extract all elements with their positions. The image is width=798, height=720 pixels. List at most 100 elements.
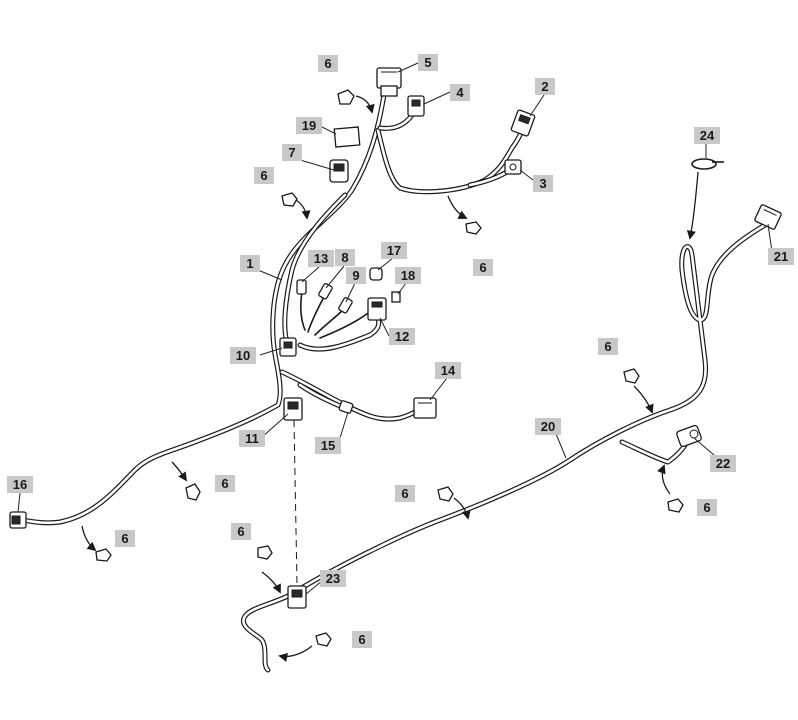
callout-6-a: 6 — [318, 55, 338, 72]
connector-13 — [296, 279, 307, 295]
callout-19-text: 19 — [302, 118, 316, 133]
leader-lines — [17, 62, 773, 595]
label-19 — [333, 126, 361, 148]
callout-6-i-text: 6 — [703, 500, 710, 515]
callout-6-h: 6 — [598, 338, 618, 355]
connector-12 — [367, 297, 387, 321]
connector-2 — [510, 109, 536, 137]
connector-11 — [283, 397, 303, 421]
callout-7-text: 7 — [288, 145, 295, 160]
callout-1-text: 1 — [246, 256, 253, 271]
callout-15-text: 15 — [321, 438, 335, 453]
connector-17 — [369, 267, 383, 281]
callout-6-f: 6 — [231, 523, 251, 540]
clip-6-j — [315, 632, 332, 647]
callout-5-text: 5 — [424, 55, 431, 70]
callout-6-b: 6 — [254, 167, 274, 184]
callout-24-text: 24 — [700, 128, 715, 143]
callout-5: 5 — [418, 54, 438, 71]
connector-4 — [407, 95, 425, 117]
callout-1: 1 — [240, 255, 260, 272]
callout-10-text: 10 — [236, 348, 250, 363]
connector-23 — [287, 585, 307, 609]
callout-16: 16 — [7, 476, 33, 493]
connector-14 — [413, 397, 437, 419]
cable-tie-24 — [691, 158, 724, 170]
callout-6-j-text: 6 — [358, 632, 365, 647]
callout-20-text: 20 — [541, 419, 555, 434]
callout-12: 12 — [389, 328, 415, 345]
callout-13-text: 13 — [314, 251, 328, 266]
callout-3: 3 — [533, 175, 553, 192]
callout-10: 10 — [230, 347, 256, 364]
callout-4: 4 — [450, 84, 470, 101]
callout-9-text: 9 — [352, 268, 359, 283]
callout-22-text: 22 — [716, 456, 730, 471]
callout-6-e: 6 — [115, 530, 135, 547]
clip-6-h — [623, 368, 640, 384]
callout-6-d-text: 6 — [221, 476, 228, 491]
callout-7: 7 — [282, 144, 302, 161]
install-arrows — [81, 95, 699, 662]
callout-6-d: 6 — [215, 475, 235, 492]
callout-6-j: 6 — [352, 631, 372, 648]
connector-10 — [279, 337, 297, 357]
callout-14-text: 14 — [441, 363, 456, 378]
callout-24: 24 — [694, 127, 720, 144]
connector-22 — [676, 424, 702, 448]
connection-dash-line — [293, 419, 298, 586]
clip-6-f — [257, 545, 273, 560]
connector-8 — [318, 283, 333, 300]
connector-16 — [9, 511, 27, 529]
clip-6-b — [281, 192, 298, 207]
callout-19: 19 — [296, 117, 322, 134]
callout-15: 15 — [315, 437, 341, 454]
clip-6-i — [667, 498, 684, 513]
callout-18: 18 — [395, 267, 421, 284]
callout-9: 9 — [346, 267, 366, 284]
callout-6-i: 6 — [697, 499, 717, 516]
callout-22: 22 — [710, 455, 736, 472]
callout-2-text: 2 — [541, 79, 548, 94]
callout-2: 2 — [535, 78, 555, 95]
connector-3 — [504, 159, 522, 175]
connector-21 — [754, 204, 782, 230]
callout-21-text: 21 — [774, 249, 788, 264]
callout-12-text: 12 — [395, 329, 409, 344]
callout-18-text: 18 — [401, 268, 415, 283]
callout-11: 11 — [239, 430, 265, 447]
clip-6-d — [185, 483, 201, 501]
main-harness — [19, 92, 527, 526]
callout-6-g-text: 6 — [401, 486, 408, 501]
callout-6-c-text: 6 — [479, 260, 486, 275]
callout-6-e-text: 6 — [121, 531, 128, 546]
callout-6-c: 6 — [473, 259, 493, 276]
callout-3-text: 3 — [539, 176, 546, 191]
callout-4-text: 4 — [456, 85, 464, 100]
callout-8-text: 8 — [341, 250, 348, 265]
callout-13: 13 — [308, 250, 334, 267]
callout-17-text: 17 — [387, 243, 401, 258]
callout-21: 21 — [768, 248, 794, 265]
callout-23: 23 — [320, 570, 346, 587]
callout-20: 20 — [535, 418, 561, 435]
callout-16-text: 16 — [13, 477, 27, 492]
callout-6-g: 6 — [395, 485, 415, 502]
callout-6-a-text: 6 — [324, 56, 331, 71]
clip-6-a — [337, 89, 355, 105]
connector-18 — [391, 291, 401, 303]
connector-5 — [376, 67, 402, 97]
callout-8: 8 — [335, 249, 355, 266]
clip-6-e — [95, 548, 112, 562]
callout-6-f-text: 6 — [237, 524, 244, 539]
callout-17: 17 — [381, 242, 407, 259]
clip-6-g — [437, 486, 454, 502]
callout-14: 14 — [435, 362, 461, 379]
connector-15 — [338, 400, 354, 414]
clip-6-c — [465, 221, 482, 235]
callout-6-h-text: 6 — [604, 339, 611, 354]
connector-9 — [338, 297, 353, 314]
connector-7 — [329, 159, 349, 183]
callout-23-text: 23 — [326, 571, 340, 586]
